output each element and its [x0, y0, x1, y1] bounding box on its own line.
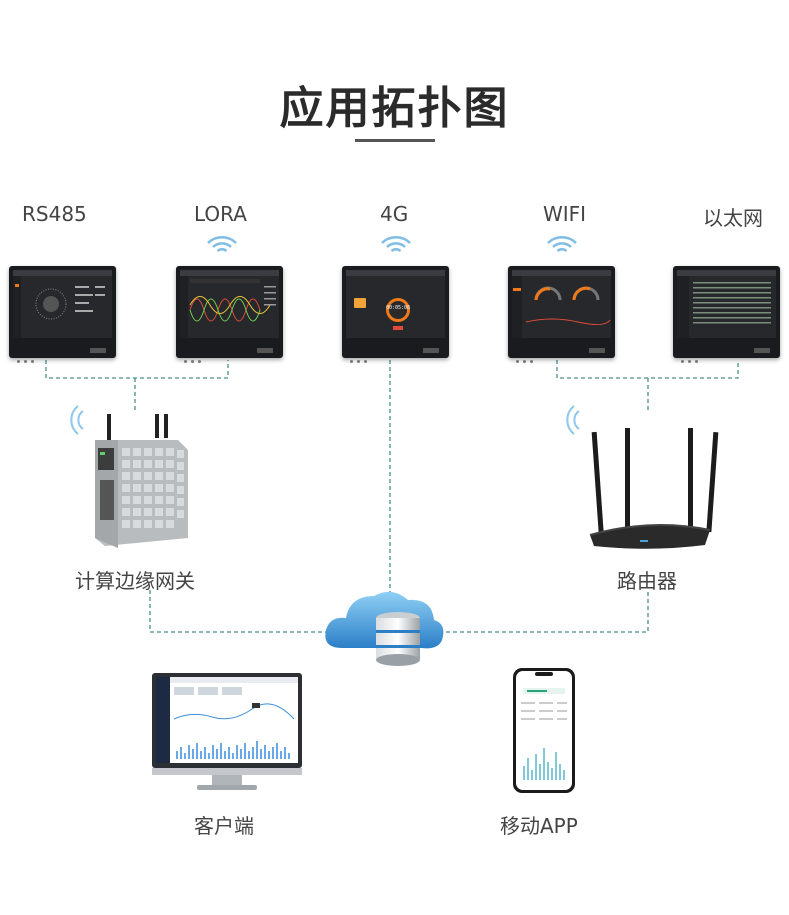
protocol-label-ethernet: 以太网 [703, 206, 763, 230]
wifi-signal-icon [547, 236, 577, 253]
protocol-label-4g: 4G [380, 202, 409, 226]
client-monitor-device [152, 673, 302, 790]
monitor-panel-lora [176, 266, 283, 363]
page-title: 应用拓扑图 [279, 83, 510, 134]
monitor-panel-rs485 [9, 266, 116, 363]
mobile-label: 移动APP [500, 814, 578, 838]
edge-gateway-device [70, 405, 188, 548]
monitor-panel-4g: 00:05:08 [342, 266, 449, 363]
monitor-panel-wifi [508, 266, 615, 363]
protocol-label-wifi: WIFI [543, 202, 587, 226]
cloud-server-icon [325, 591, 444, 666]
router-label: 路由器 [617, 569, 677, 593]
client-label: 客户端 [194, 814, 254, 838]
wifi-signal-icon [381, 236, 411, 253]
protocol-label-rs485: RS485 [22, 202, 87, 226]
gateway-label: 计算边缘网关 [75, 569, 195, 593]
title-underline [355, 139, 435, 142]
router-device [566, 405, 719, 549]
monitor-panel-ethernet [673, 266, 780, 363]
protocol-label-lora: LORA [194, 202, 247, 226]
mobile-phone-device [513, 668, 575, 793]
panel-timer: 00:05:08 [385, 305, 411, 311]
wifi-signal-icon [207, 236, 237, 253]
